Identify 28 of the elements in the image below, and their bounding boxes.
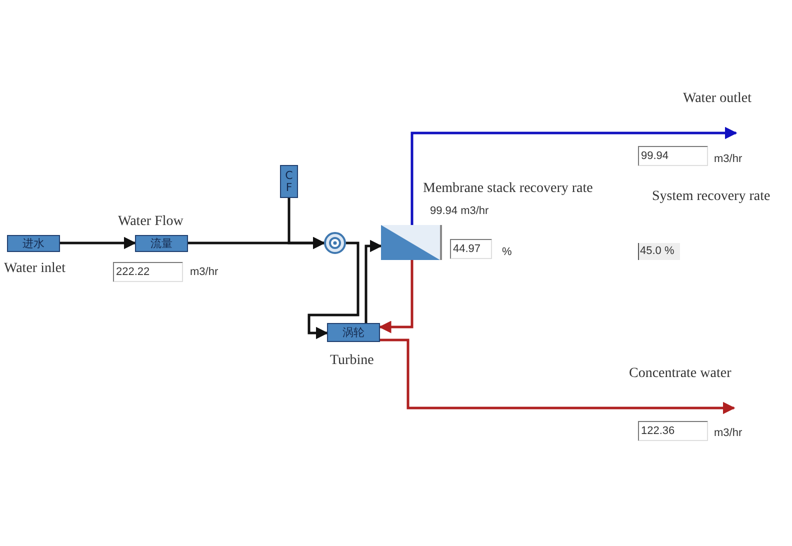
arrow [308, 242, 360, 340]
caption-text: Membrane stack recovery rate [423, 181, 593, 197]
caption-text: Turbine [330, 353, 374, 369]
unit-label: % [502, 246, 512, 259]
unit-label: m3/hr [714, 153, 742, 166]
arrow [380, 338, 736, 414]
value-label: 45.0 % [638, 243, 680, 260]
caption-text: System recovery rate [652, 189, 770, 205]
process-box: 进水 [7, 235, 60, 252]
value-field: 44.97 [450, 239, 492, 259]
caption-text: Concentrate water [629, 366, 732, 382]
arrow [378, 260, 414, 334]
process-box: 流量 [135, 235, 188, 252]
arrow [60, 236, 136, 250]
caption-text: Water outlet [683, 91, 752, 107]
caption-text: Water inlet [4, 261, 66, 277]
arrow [288, 198, 326, 250]
value-field: 222.22 [113, 262, 183, 282]
value-field: 99.94 [638, 146, 708, 166]
unit-label: m3/hr [714, 427, 742, 440]
caption-text: Water Flow [118, 214, 184, 230]
unit-label: m3/hr [190, 266, 218, 279]
process-box: 涡轮 [327, 323, 380, 342]
value-label: 99.94 m3/hr [430, 205, 489, 218]
arrow [410, 126, 738, 225]
value-field: 122.36 [638, 421, 708, 441]
process-box: C F [280, 165, 298, 198]
arrow [364, 240, 382, 323]
